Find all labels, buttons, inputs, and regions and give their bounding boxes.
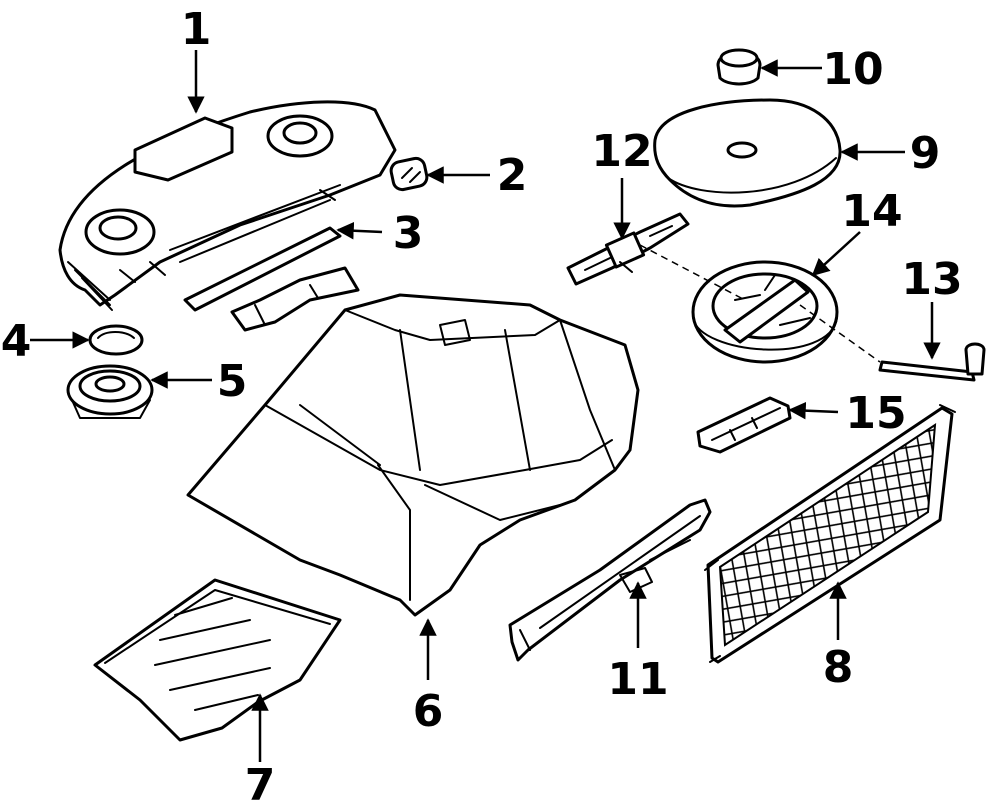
speaker [66,364,154,419]
callout-12: 12 [591,126,652,177]
callout-10: 10 [822,44,883,95]
lug-wrench [878,342,986,382]
callout-4: 4 [1,316,32,367]
callout-6: 6 [413,686,444,737]
speaker-grille [88,324,144,356]
callout-2: 2 [497,150,528,201]
callout-7: 7 [245,760,276,808]
callout-5: 5 [217,356,248,407]
callout-1: 1 [181,4,212,55]
callout-3: 3 [393,208,424,259]
leader-lines [30,50,941,762]
jack [566,212,690,286]
jack-mounting-bracket [696,396,792,454]
retainer-knob [716,48,762,86]
spare-tire [691,260,839,364]
sill-plate [508,498,712,662]
callout-14: 14 [841,186,902,237]
callout-13: 13 [901,254,962,305]
shelf-clip [389,156,429,192]
rear-package-shelf [58,100,397,311]
callout-8: 8 [823,642,854,693]
trunk-trim-liner [186,293,640,617]
cargo-net [704,404,956,664]
callout-15: 15 [845,388,906,439]
spare-tire-cover [653,98,842,208]
shelf-support-bracket [183,226,360,332]
callout-11: 11 [607,654,668,705]
callout-9: 9 [910,128,941,179]
trunk-floor-mat [93,578,342,742]
